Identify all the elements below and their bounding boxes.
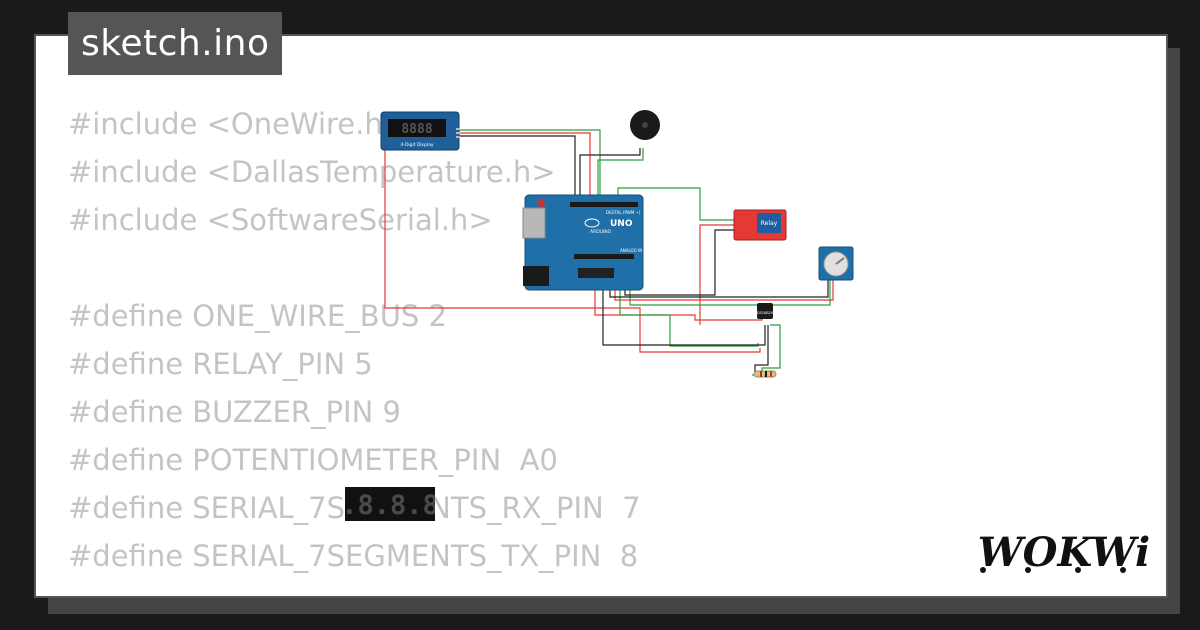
- temperature-sensor-component: DS18B20: [757, 303, 773, 319]
- svg-text:DS18B20: DS18B20: [757, 311, 773, 315]
- svg-text:ARDUINO: ARDUINO: [590, 229, 612, 235]
- svg-text:Relay: Relay: [761, 220, 778, 227]
- circuit-diagram: 8888 4-Digit Display DIGITAL (PWM ~) UNO…: [380, 110, 854, 378]
- project-card[interactable]: [34, 34, 1168, 598]
- resistor-component: [753, 370, 777, 378]
- svg-text:8888: 8888: [401, 122, 432, 137]
- code-line: #define SERIAL_7SEGMENTS_TX_PIN 8: [68, 539, 639, 573]
- buzzer-component: [630, 110, 660, 140]
- sketch-filename-tab: sketch.ino: [68, 12, 283, 75]
- svg-text:DIGITAL (PWM ~): DIGITAL (PWM ~): [606, 210, 641, 215]
- svg-text:8.8.8.8.: 8.8.8.8.: [345, 490, 435, 521]
- seven-segment-display-module: 8888 4-Digit Display: [380, 111, 460, 151]
- wokwi-logo: WOKWi: [978, 529, 1150, 576]
- code-line: #define ONE_WIRE_BUS 2: [68, 299, 447, 333]
- arduino-uno-board: DIGITAL (PWM ~) UNO ARDUINO ANALOG IN: [522, 194, 644, 291]
- code-preview: #include <OneWire.h> #include <DallasTemp…: [68, 100, 641, 580]
- code-line: #define RELAY_PIN 5: [68, 347, 373, 381]
- svg-text:ANALOG IN: ANALOG IN: [620, 248, 642, 253]
- code-line: #define POTENTIOMETER_PIN A0: [68, 443, 558, 477]
- seven-segment-overlay: 8.8.8.8.: [345, 487, 435, 521]
- relay-module: Relay: [733, 209, 787, 241]
- code-line: #include <SoftwareSerial.h>: [68, 203, 493, 237]
- svg-text:4-Digit Display: 4-Digit Display: [400, 142, 433, 148]
- code-line: #define BUZZER_PIN 9: [68, 395, 401, 429]
- code-line: #include <OneWire.h>: [68, 107, 408, 141]
- potentiometer-component: [818, 246, 854, 281]
- svg-text:UNO: UNO: [610, 219, 633, 229]
- code-line: #include <DallasTemperature.h>: [68, 155, 556, 189]
